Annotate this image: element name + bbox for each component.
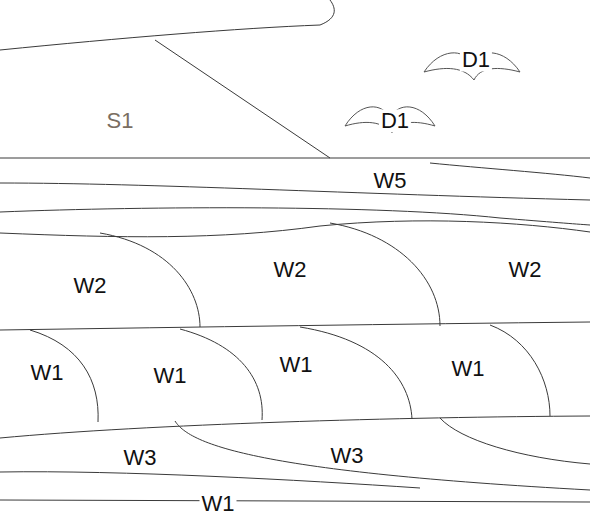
- piece-code: W2: [72, 274, 109, 297]
- piece-code: D1: [460, 48, 492, 71]
- piece-code: W5: [372, 169, 409, 192]
- feather-edge: [180, 329, 262, 420]
- feather-edge: [100, 233, 200, 327]
- piece-code: W1: [278, 353, 315, 376]
- piece-code: D1: [379, 109, 411, 132]
- piece-code: W1: [152, 364, 189, 387]
- seam-line: [155, 40, 330, 158]
- feather-edge: [0, 183, 590, 200]
- piece-code: W2: [507, 258, 544, 281]
- seam-line: [0, 322, 590, 330]
- piece-code: W3: [122, 446, 159, 469]
- piece-code: W1: [29, 361, 66, 384]
- feather-edge: [300, 327, 412, 419]
- dart-shape: [345, 107, 435, 133]
- top-edge: [0, 0, 334, 50]
- feather-edge: [440, 418, 590, 464]
- piece-code: W2: [272, 258, 309, 281]
- piece-code: W1: [200, 493, 237, 516]
- feather-edge: [0, 208, 590, 225]
- piece-code: S1: [105, 109, 136, 132]
- piece-code: W3: [329, 444, 366, 467]
- piece-code: W1: [450, 357, 487, 380]
- feather-edge: [0, 472, 420, 488]
- seam-line: [0, 500, 590, 502]
- feather-edge: [430, 163, 590, 178]
- seam-line: [0, 158, 590, 159]
- feather-edge: [490, 325, 550, 416]
- feather-edge: [0, 221, 590, 237]
- feather-edge: [0, 416, 590, 438]
- feather-edge: [330, 223, 440, 326]
